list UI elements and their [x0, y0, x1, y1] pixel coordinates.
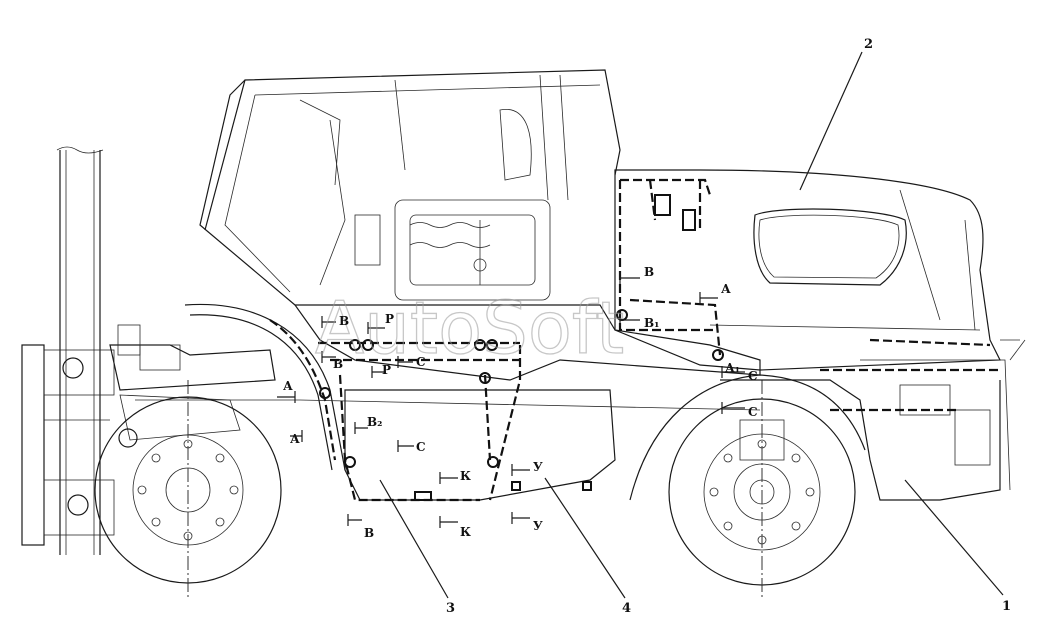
section-marks — [277, 272, 745, 528]
rear-wheel — [668, 380, 856, 600]
callout-3: 3 — [446, 601, 455, 616]
wiring-harness — [318, 178, 1000, 502]
label-p-front-mid: Р — [382, 363, 391, 377]
engine-hood — [614, 169, 1001, 371]
label-c-mid: С — [416, 440, 426, 454]
label-k-mid: К — [460, 469, 471, 483]
label-c-front-mid: С — [416, 355, 426, 369]
label-b2-mid: В₂ — [367, 415, 382, 429]
label-c-rear-top: С — [748, 369, 758, 383]
callout-leaders — [379, 51, 1004, 599]
label-b-bottom: В — [364, 526, 374, 540]
front-wheel — [94, 380, 282, 600]
front-attachment-frame — [21, 146, 115, 555]
callout-4: 4 — [622, 601, 631, 616]
label-a1-cab: А₁ — [725, 361, 740, 375]
label-k-bottom: К — [460, 525, 471, 539]
label-a-left-bottom: А — [290, 432, 300, 446]
label-p-front-top: Р — [385, 312, 394, 326]
label-a-cab: А — [721, 282, 731, 296]
callout-1: 1 — [1002, 599, 1011, 614]
watermark: AutoSoft — [315, 286, 624, 370]
connectors — [319, 194, 724, 501]
callout-2: 2 — [864, 37, 873, 52]
label-b-front-mid: В — [333, 357, 343, 371]
label-a-left-top: А — [283, 379, 293, 393]
label-u-mid: У — [533, 460, 543, 474]
front-linkage — [109, 324, 300, 448]
label-c-rear-bottom: С — [748, 405, 758, 419]
label-b-cab-top: В — [644, 265, 654, 279]
label-b-front-top: В — [339, 314, 349, 328]
label-b1-cab: В₁ — [644, 316, 659, 330]
operator-cab — [199, 69, 621, 306]
rear-fender — [629, 374, 866, 501]
label-u-bottom: У — [533, 519, 543, 533]
